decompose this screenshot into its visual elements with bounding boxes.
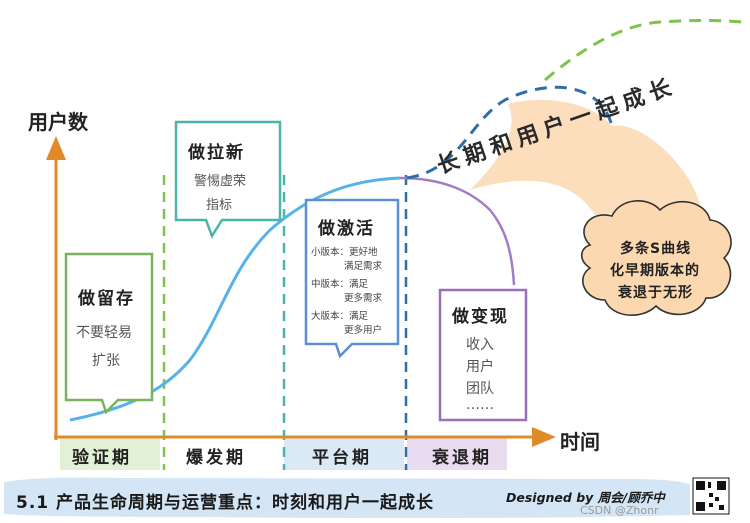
note-platform-line-5: 大版本：满足 [311,311,369,322]
cloud-line-1: 多条S曲线 [620,241,692,257]
note-box-growth [174,120,282,239]
qr-code-icon [692,477,730,515]
note-decline-line-4: …… [466,397,494,413]
phase-label-growth: 爆发期 [186,448,246,468]
x-axis-arrow [532,427,556,447]
note-growth-line-2: 指标 [206,198,233,213]
note-decline-line-1: 收入 [466,337,494,353]
phase-band-decline [407,437,507,470]
note-platform-line-2: 满足需求 [344,261,383,272]
note-verify-line-1: 不要轻易 [76,325,132,341]
note-platform-line-3: 中版本：满足 [311,279,369,290]
y-axis-arrow [46,136,66,160]
note-box-platform [304,198,400,359]
phase-label-decline: 衰退期 [432,448,492,468]
note-verify-line-2: 扩张 [92,353,120,369]
y-axis-label: 用户数 [28,110,88,134]
cloud-line-2: 化早期版本的 [610,263,700,279]
note-box-decline [438,288,528,422]
note-decline-title: 做变现 [452,307,509,327]
phase-band-growth [163,437,281,470]
note-growth-line-1: 警惕虚荣 [194,174,247,189]
cloud-shape [580,200,732,316]
phase-label-platform: 平台期 [312,448,372,468]
note-platform-title: 做激活 [318,219,375,239]
note-platform-line-6: 更多用户 [344,325,383,336]
phase-label-verify: 验证期 [72,448,132,468]
footer-band [4,477,690,519]
x-axis-label: 时间 [560,430,600,454]
footer-title: 5.1 产品生命周期与运营重点：时刻和用户一起成长 [16,493,435,513]
note-platform-line-4: 更多需求 [344,293,383,304]
note-box-verify [64,252,154,415]
cloud-line-3: 衰退于无形 [618,285,693,301]
note-decline-line-3: 团队 [466,381,494,397]
phase-band-verify [60,437,160,470]
note-decline-line-2: 用户 [466,359,494,375]
phase-band-platform [284,437,404,470]
plateau-curve [399,176,516,286]
continuation-dashed-blue [406,85,614,180]
designer-credit: Designed by 周会/顾乔中 [506,490,665,505]
csdn-watermark: CSDN @Zhonr [580,504,659,517]
continuation-dashed-green [544,19,743,82]
cloud-cone [470,99,700,215]
note-growth-title: 做拉新 [188,143,245,163]
note-verify-title: 做留存 [78,289,135,309]
note-platform-line-1: 小版本：更好地 [311,247,378,258]
